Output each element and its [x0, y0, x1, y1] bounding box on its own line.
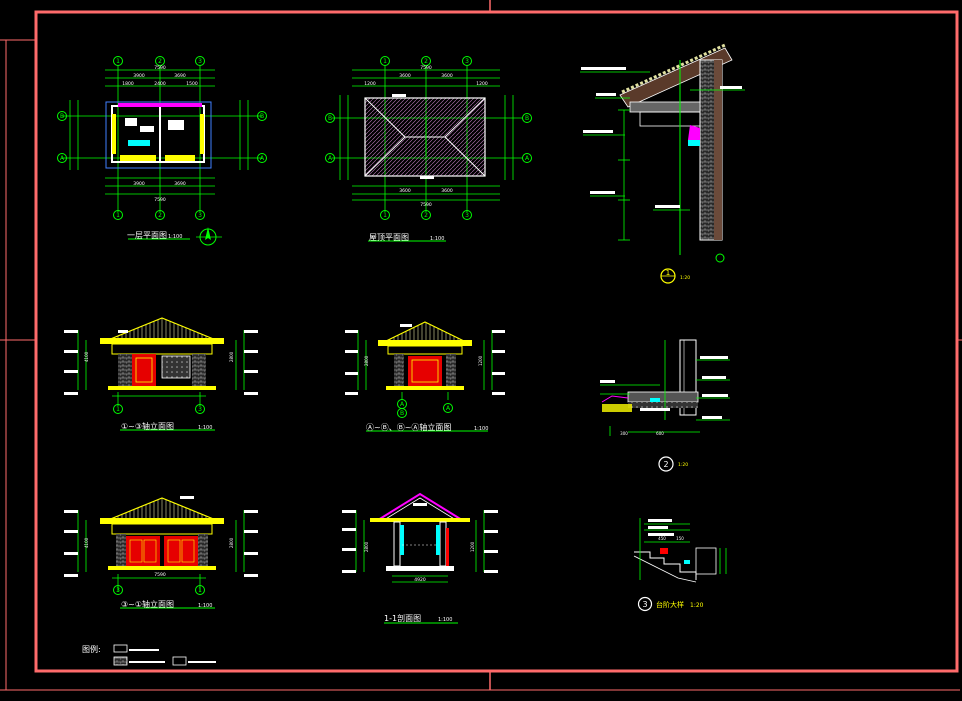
elev-a-dim-h1: 4100 — [84, 351, 89, 362]
detail-2-scale: 1:20 — [678, 462, 688, 468]
elev-a-axis-3: 3 — [198, 406, 202, 413]
roof-plan-title: 屋顶平面图 — [369, 233, 409, 242]
detail-2-foundation: 300 600 2 1:20 — [600, 339, 730, 472]
plan-axis-bottom-2: 2 — [158, 212, 162, 219]
elev-a-title: ①~③轴立面图 — [121, 421, 174, 431]
roof-axis-bottom-3: 3 — [465, 212, 469, 219]
roof-dim-seg-a: 3600 — [399, 73, 411, 79]
roof-dim-overhang-left: 1200 — [364, 81, 376, 87]
roof-axis-left-b: B — [328, 115, 332, 122]
section-title: 1-1剖面图 — [384, 613, 421, 623]
elev-b-scale: 1:100 — [474, 426, 488, 432]
roof-axis-bottom-1: 1 — [383, 212, 387, 219]
detail-2-number: 2 — [663, 460, 668, 469]
elev-a-axis-1: 1 — [116, 406, 120, 413]
detail-2-dim-b: 600 — [656, 431, 664, 436]
section-scale: 1:100 — [438, 617, 452, 623]
elev-c-axis-3: 3 — [116, 587, 120, 594]
roof-dim-total: 7590 — [420, 65, 432, 71]
section-1-1: 4920 2800 1200 1-1剖面图 1:100 — [342, 492, 498, 624]
plan-axis-right-b: B — [260, 113, 264, 120]
section-dim-width: 4920 — [414, 577, 426, 583]
plan-axis-right-a: A — [260, 155, 265, 162]
elev-b-dim-h3: 1200 — [478, 355, 483, 366]
floor-plan: 1 2 3 1 2 3 A B A B 7590 3900 3690 1800 … — [57, 56, 267, 246]
elevation-a-b: 2800 1200 A B A Ⓐ~Ⓑ、Ⓑ~Ⓐ轴立面图 1:100 — [345, 321, 505, 432]
detail-3-label: 台阶大样 — [656, 600, 684, 609]
section-dim-h3: 1200 — [470, 541, 475, 552]
roof-dim-seg-a-bottom: 3600 — [399, 188, 411, 194]
plan-scale: 1:100 — [168, 234, 182, 240]
roof-axis-right-b: B — [525, 115, 529, 122]
detail-3-dim-a: 450 — [658, 536, 666, 541]
roof-plan: 1 2 3 1 2 3 B A B A 7590 3600 3600 1200 … — [325, 56, 532, 242]
elev-c-scale: 1:100 — [198, 603, 212, 609]
plan-dim-left-top: 3900 — [133, 73, 145, 79]
detail-2-dim-a: 300 — [620, 431, 628, 436]
roof-axis-top-1: 1 — [383, 58, 387, 65]
elev-a-dim-h2: 2800 — [229, 351, 234, 362]
plan-dim-total-bottom: 7590 — [154, 197, 166, 203]
plan-title: 一层平面图 — [127, 231, 167, 240]
roof-axis-top-2: 2 — [424, 58, 428, 65]
roof-axis-right-a: A — [525, 155, 530, 162]
detail-1-eave: 1 1:20 — [580, 43, 745, 284]
roof-dim-seg-b-bottom: 3600 — [441, 188, 453, 194]
roof-axis-bottom-2: 2 — [424, 212, 428, 219]
plan-axis-left-a: A — [60, 155, 65, 162]
legend-label: 图例: — [82, 644, 101, 654]
elev-b-title: Ⓐ~Ⓑ、Ⓑ~Ⓐ轴立面图 — [366, 422, 451, 432]
plan-dim-left-bottom: 3900 — [133, 181, 145, 187]
plan-axis-bottom-1: 1 — [116, 212, 120, 219]
roof-dim-seg-b: 3600 — [441, 73, 453, 79]
roof-plan-scale: 1:100 — [430, 236, 444, 242]
elev-c-title: ③~①轴立面图 — [121, 599, 174, 609]
plan-axis-top-3: 3 — [198, 58, 202, 65]
section-dim-h2: 2800 — [364, 541, 369, 552]
plan-dim-inner-a: 1800 — [122, 81, 134, 87]
detail-3-steps: 450 150 3 台阶大样 1:20 — [633, 518, 727, 612]
detail-3-number: 3 — [642, 600, 647, 609]
plan-axis-left-b: B — [60, 113, 64, 120]
elev-b-axis-a2: A — [446, 405, 451, 412]
elev-c-dim-h1: 4100 — [84, 537, 89, 548]
plan-dim-inner-b: 2400 — [154, 81, 166, 87]
elev-b-axis-a: A — [400, 401, 405, 408]
elevation-3-1: 7590 4100 2800 3 1 ③~①轴立面图 1:100 — [64, 496, 258, 609]
elev-b-dim-h2: 2800 — [364, 355, 369, 366]
plan-dim-inner-c: 1500 — [186, 81, 198, 87]
elev-a-scale: 1:100 — [198, 425, 212, 431]
elev-c-dim-width: 7590 — [154, 572, 166, 578]
plan-axis-top-2: 2 — [158, 58, 162, 65]
elevation-1-3: 4100 2800 1 3 ①~③轴立面图 1:100 — [64, 317, 258, 431]
detail-3-scale: 1:20 — [690, 602, 704, 609]
detail-3-dim-b: 150 — [676, 536, 684, 541]
detail-1-scale: 1:20 — [680, 275, 690, 281]
elev-b-axis-b: B — [400, 410, 404, 417]
plan-dim-right-bottom: 3690 — [174, 181, 186, 187]
roof-axis-top-3: 3 — [465, 58, 469, 65]
roof-dim-overhang-right: 1200 — [476, 81, 488, 87]
elev-c-axis-1: 1 — [198, 587, 202, 594]
plan-dim-total-top: 7590 — [154, 65, 166, 71]
roof-axis-left-a: A — [328, 155, 333, 162]
detail-1-number: 1 — [666, 269, 670, 277]
elev-c-dim-h2: 2800 — [229, 537, 234, 548]
legend: 图例: — [82, 644, 216, 666]
plan-axis-top-1: 1 — [116, 58, 120, 65]
plan-axis-bottom-3: 3 — [198, 212, 202, 219]
plan-dim-right-top: 3690 — [174, 73, 186, 79]
roof-dim-total-bottom: 7590 — [420, 202, 432, 208]
